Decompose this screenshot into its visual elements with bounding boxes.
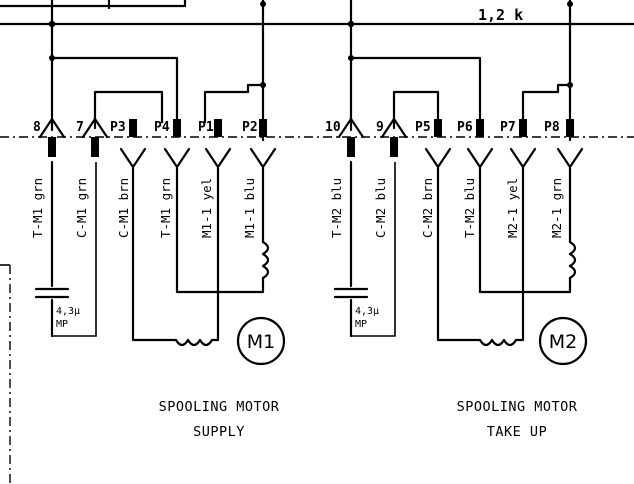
pin-label-p8: P8 bbox=[544, 120, 560, 135]
wire-label-c-m2-brn: C-M2 brn bbox=[420, 178, 435, 238]
wire-label-t-m2-blu: T-M2 blu bbox=[462, 178, 477, 238]
motor-2-group: 10 9 P5 P6 P7 P8 T-M2 blu C-M2 blu C-M2 … bbox=[325, 22, 588, 440]
motor-1-wiring bbox=[34, 22, 270, 347]
wire-label-m1-1-yel: M1-1 yel bbox=[199, 178, 214, 238]
pin-label-7: 7 bbox=[76, 120, 84, 135]
motor-2-caption-line1: SPOOLING MOTOR bbox=[457, 399, 578, 415]
wire-label-c-m1: C-M1 grn bbox=[74, 178, 89, 238]
capacitor-1-value: 4,3μ bbox=[56, 306, 80, 317]
pin-label-p6: P6 bbox=[457, 120, 473, 135]
wire-label-c-m1-brn: C-M1 brn bbox=[116, 178, 131, 238]
capacitor-1-type: MP bbox=[56, 319, 68, 330]
capacitor-2-type: MP bbox=[355, 319, 367, 330]
motor-2-label: M2 bbox=[549, 331, 577, 353]
pin-label-p5: P5 bbox=[415, 120, 431, 135]
pin-label-p1: P1 bbox=[198, 120, 214, 135]
wire-label-c-m2: C-M2 blu bbox=[373, 178, 388, 238]
pin-label-p2: P2 bbox=[242, 120, 258, 135]
wire-label-m2-1-yel: M2-1 yel bbox=[505, 178, 520, 238]
wire-label-m1-1-blu: M1-1 blu bbox=[242, 178, 257, 238]
motor-2-caption-line2: TAKE UP bbox=[487, 424, 547, 440]
motor-1-group: 8 7 P3 P4 P1 P2 T-M1 grn C-M1 grn C-M1 b… bbox=[30, 22, 286, 440]
wire-label-t-m2: T-M2 blu bbox=[329, 178, 344, 238]
top-bus: 1,2 k bbox=[0, 0, 634, 142]
wire-label-m2-1-grn: M2-1 grn bbox=[549, 178, 564, 238]
motor-1-caption-line1: SPOOLING MOTOR bbox=[159, 399, 280, 415]
motor-1-caption-line2: SUPPLY bbox=[193, 424, 245, 440]
pin-label-10: 10 bbox=[325, 120, 341, 135]
pin-label-8: 8 bbox=[33, 120, 41, 135]
wire-label-t-m1-grn: T-M1 grn bbox=[158, 178, 173, 238]
pin-label-p4: P4 bbox=[154, 120, 170, 135]
motor-1-label: M1 bbox=[247, 331, 275, 353]
motor-2-wiring bbox=[333, 22, 577, 347]
motor-1-connectors bbox=[38, 117, 277, 169]
capacitor-2-value: 4,3μ bbox=[355, 306, 379, 317]
resistor-value: 1,2 k bbox=[478, 6, 523, 24]
motor-2-connectors bbox=[337, 117, 584, 169]
pin-label-p3: P3 bbox=[110, 120, 126, 135]
motor-1-symbol: M1 bbox=[236, 316, 286, 366]
wire-label-t-m1: T-M1 grn bbox=[30, 178, 45, 238]
pin-label-9: 9 bbox=[376, 120, 384, 135]
left-panel-border bbox=[0, 264, 11, 484]
pin-label-p7: P7 bbox=[500, 120, 516, 135]
motor-2-symbol: M2 bbox=[538, 316, 588, 366]
